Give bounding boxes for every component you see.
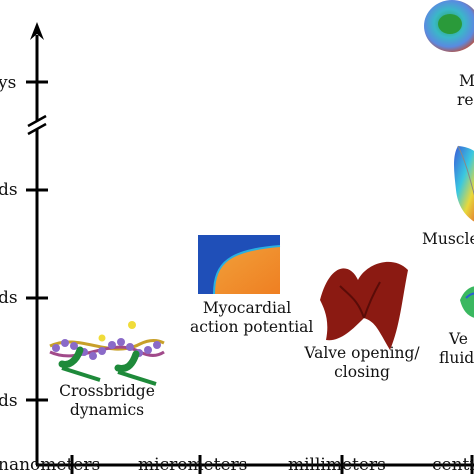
myocardial-caption-line1: Myocardial <box>190 299 304 318</box>
x-label-nanometers: nanometers <box>0 455 100 475</box>
right-bottom-caption-line2: fluid <box>439 349 474 368</box>
heart-sphere-illustration <box>424 0 474 52</box>
x-label-millimeters: millimeters <box>288 455 386 475</box>
y-label-bottom: ds <box>0 391 18 411</box>
right-top-caption-line1: M <box>459 72 474 91</box>
x-label-centimeters: centi <box>432 455 474 475</box>
right-top-caption-line2: re <box>457 91 474 110</box>
valve-caption-line2: closing <box>302 363 422 382</box>
right-top-caption: M re <box>459 72 474 110</box>
valve-illustration <box>320 262 408 350</box>
muscle-caption: Muscle <box>422 229 474 249</box>
valve-caption: Valve opening/ closing <box>302 344 422 382</box>
myocardial-caption-line2: action potential <box>190 318 304 337</box>
y-label-top: ys <box>0 73 16 93</box>
crossbridge-caption: Crossbridge dynamics <box>52 382 162 420</box>
y-label-lower-middle: ds <box>0 288 18 308</box>
crossbridge-caption-line2: dynamics <box>52 401 162 420</box>
right-bottom-caption: Ve fluid <box>447 330 474 368</box>
myocardial-action-potential-illustration <box>198 235 280 294</box>
muscle-mechanics-illustration <box>454 146 474 226</box>
crossbridge-illustration <box>50 321 164 384</box>
myocardial-caption: Myocardial action potential <box>190 299 304 337</box>
crossbridge-caption-line1: Crossbridge <box>52 382 162 401</box>
ventricular-fluid-illustration <box>460 286 474 318</box>
right-bottom-caption-line1: Ve <box>449 330 474 349</box>
x-label-micrometers: micrometers <box>138 455 247 475</box>
y-label-upper-middle: ds <box>0 180 18 200</box>
valve-caption-line1: Valve opening/ <box>302 344 422 363</box>
